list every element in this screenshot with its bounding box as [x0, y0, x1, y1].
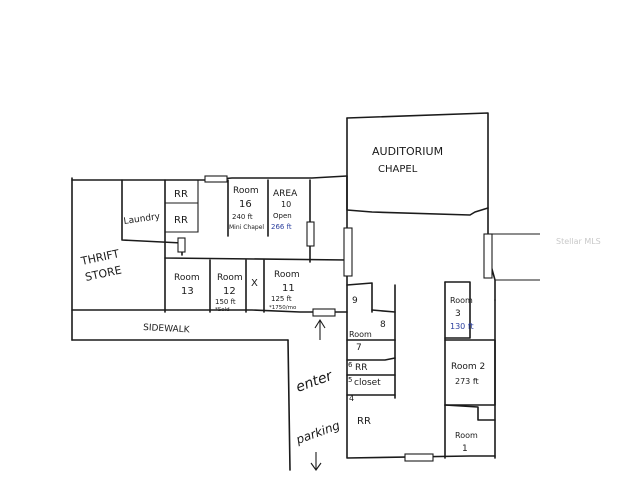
arrow-up-icon — [314, 318, 326, 340]
room1-title: Room — [455, 431, 478, 440]
room1-number: 1 — [462, 444, 468, 454]
area10-number: 10 — [281, 200, 291, 209]
door-mark — [306, 221, 315, 247]
room16-area: 240 ft — [232, 213, 253, 221]
rr4-label: RR — [357, 416, 371, 427]
room16-note: Mini Chapel — [229, 224, 264, 231]
room11-title: Room — [274, 270, 300, 280]
door-mark — [343, 227, 353, 277]
room5-label: 5 — [348, 376, 352, 384]
area10-title: AREA — [273, 189, 298, 199]
room11-number: 11 — [282, 283, 295, 294]
room6-label: 6 — [348, 361, 353, 369]
room12-note: *Sold — [215, 307, 230, 313]
direction-arrows — [310, 318, 326, 471]
room13-number: 13 — [181, 286, 194, 297]
room9-label: 9 — [352, 296, 358, 306]
door-mark — [404, 453, 434, 462]
room2-area: 273 ft — [455, 377, 479, 386]
auditorium-label: AUDITORIUM — [372, 145, 443, 158]
room4-label: 4 — [349, 394, 354, 403]
room7-title: Room — [349, 330, 372, 339]
room3-number: 3 — [455, 309, 461, 319]
rr-top-label: RR — [174, 189, 188, 200]
room3-title: Room — [450, 296, 473, 305]
room3-area: 130 ft — [450, 322, 474, 331]
closet-label: closet — [354, 378, 381, 388]
enter-label: enter — [294, 368, 336, 396]
door-mark — [312, 308, 336, 317]
rr6-label: RR — [355, 363, 368, 373]
room12-number: 12 — [223, 286, 236, 297]
room13-title: Room — [174, 273, 200, 283]
chapel-label: CHAPEL — [378, 164, 418, 175]
room7-number: 7 — [356, 343, 362, 353]
room8-label: 8 — [380, 320, 386, 330]
building-walls — [71, 112, 540, 471]
x-mark-label: X — [251, 278, 258, 289]
door-mark — [177, 237, 186, 253]
room12-title: Room — [217, 273, 243, 283]
room11-area: 125 ft — [271, 295, 292, 303]
watermark-logo: Stellar MLS — [556, 237, 601, 246]
door-mark — [204, 175, 228, 183]
parking-label: parking — [293, 418, 342, 447]
thrift-label-line2: STORE — [84, 264, 123, 284]
sidewalk-label: SIDEWALK — [143, 323, 191, 335]
rr-top2-label: RR — [174, 215, 188, 226]
area10-area: 266 ft — [271, 223, 292, 231]
room16-number: 16 — [239, 199, 252, 210]
door-marks — [177, 175, 493, 462]
arrow-down-icon — [310, 452, 322, 471]
door-mark — [483, 233, 493, 279]
room2-title: Room 2 — [451, 362, 485, 372]
room16-title: Room — [233, 186, 259, 196]
room12-area: 150 ft — [215, 298, 236, 306]
laundry-label: Laundry — [123, 212, 161, 227]
room11-note: *1750/mo — [269, 305, 297, 311]
area10-note: Open — [273, 212, 292, 220]
